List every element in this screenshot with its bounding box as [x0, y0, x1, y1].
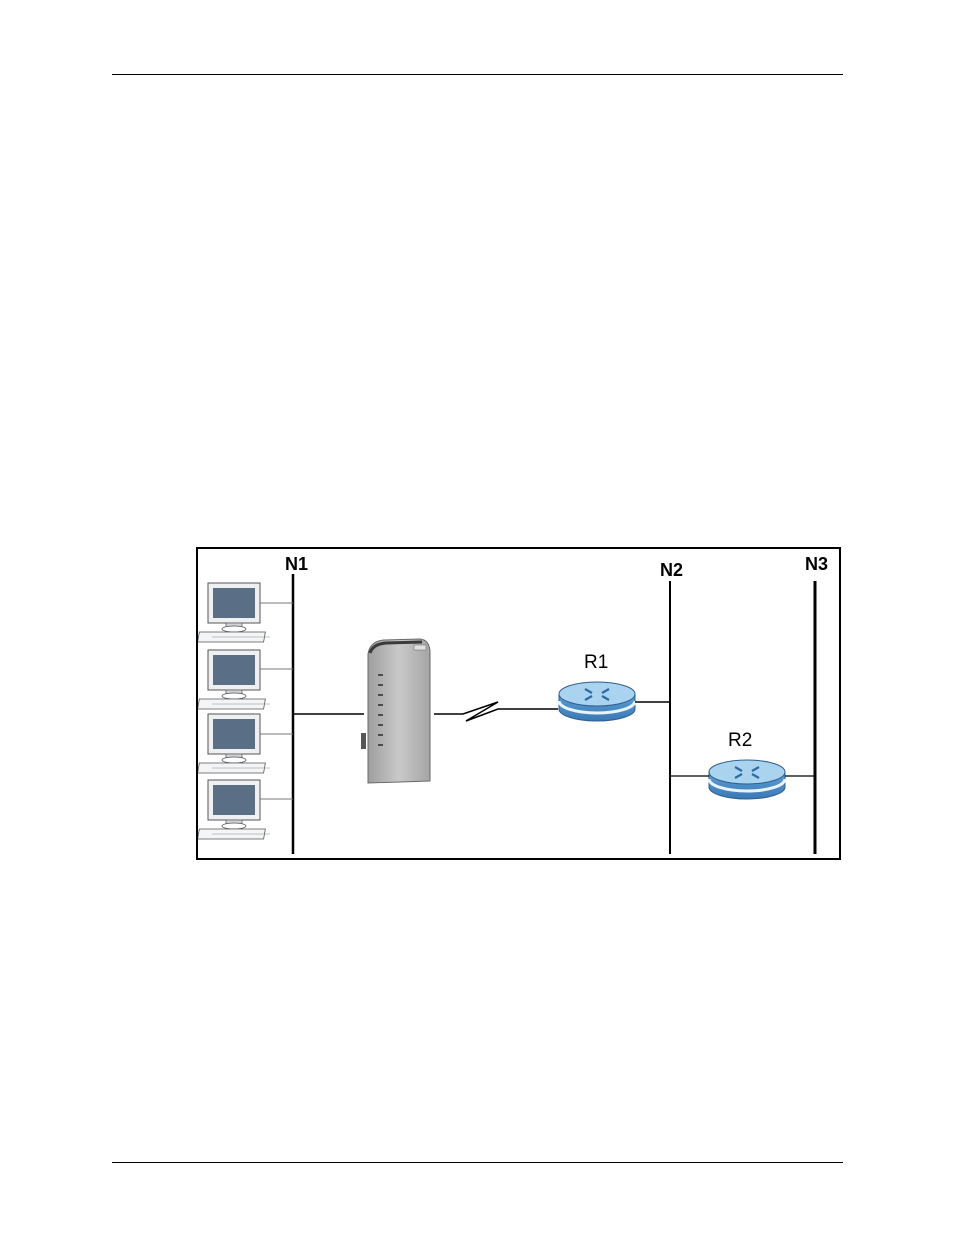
header-rule: [112, 74, 843, 75]
network-label-n2: N2: [660, 561, 683, 579]
computer-icon: [198, 583, 270, 642]
network-label-n3: N3: [805, 555, 828, 573]
router-icon: [559, 682, 635, 721]
computer-icon: [198, 714, 270, 773]
router-icon: [709, 760, 785, 799]
network-label-n1: N1: [285, 555, 308, 573]
gateway-device-icon: [361, 639, 430, 783]
wan-link: [434, 702, 558, 721]
network-diagram: N1 N2 N3 R1 R2: [196, 547, 841, 860]
router-label-r1: R1: [584, 653, 608, 672]
router-label-r2: R2: [728, 731, 752, 750]
diagram-canvas: [198, 549, 839, 858]
computer-icon: [198, 650, 270, 709]
footer-rule: [112, 1162, 843, 1163]
computer-icon: [198, 780, 270, 839]
